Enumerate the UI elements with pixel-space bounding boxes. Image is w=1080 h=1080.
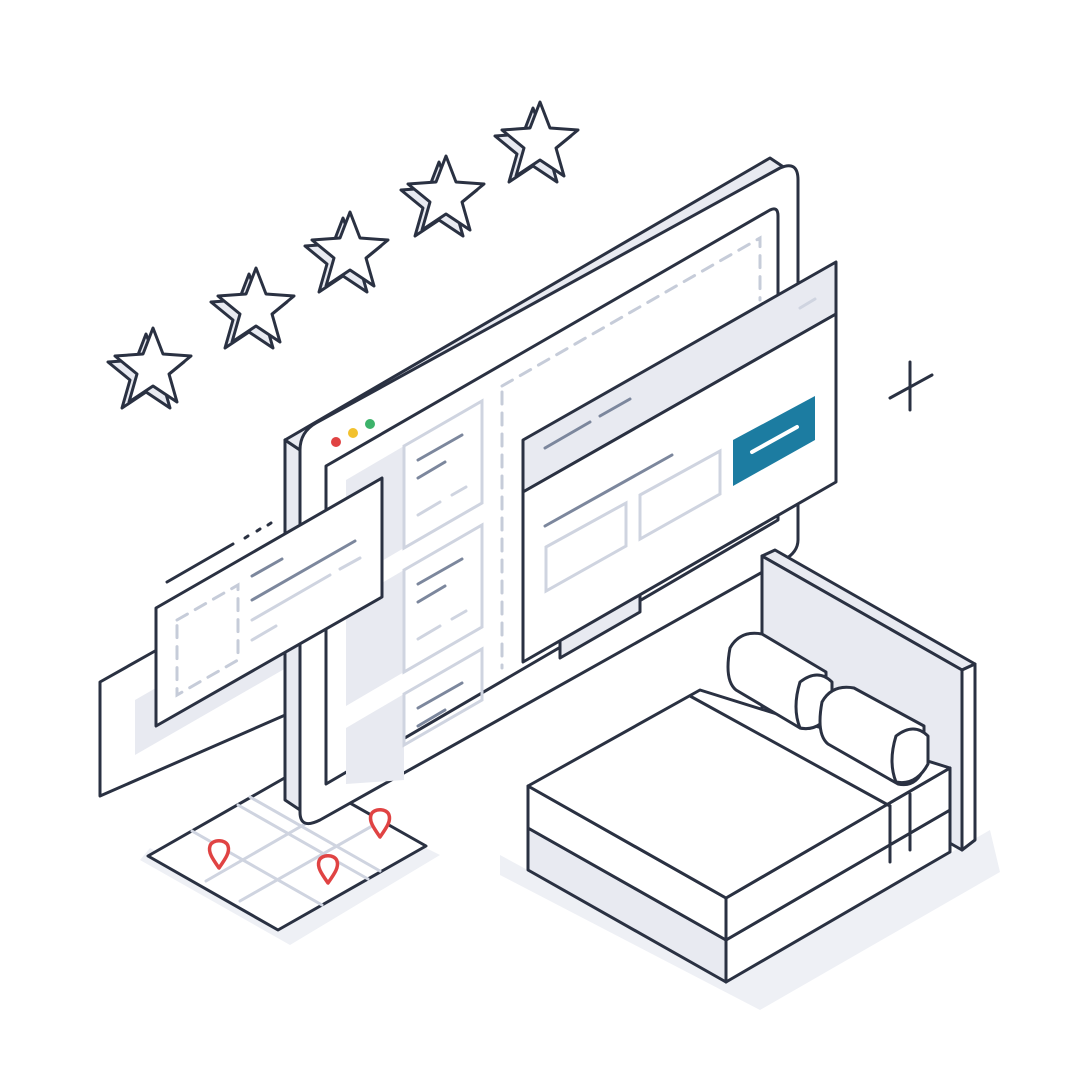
sparkle-icon (888, 360, 934, 412)
list-item (346, 646, 484, 784)
star-icon (106, 326, 193, 410)
bed (526, 548, 977, 984)
star-icon (209, 266, 296, 350)
map (146, 770, 428, 932)
star-icon (399, 154, 486, 238)
pillow (818, 685, 930, 787)
location-pin-icon (368, 808, 392, 839)
star-icon (303, 210, 390, 294)
maximize-dot-icon (365, 419, 375, 429)
location-pin-icon (207, 839, 231, 870)
booking-panel (521, 260, 838, 664)
check-out-field[interactable] (638, 448, 722, 542)
book-now-button[interactable] (733, 396, 815, 486)
close-dot-icon (331, 437, 341, 447)
minimize-dot-icon (348, 428, 358, 438)
star-icon (493, 100, 580, 184)
location-pin-icon (316, 854, 340, 885)
pillow (726, 631, 834, 731)
floating-info-card (154, 476, 384, 728)
check-in-field[interactable] (544, 500, 628, 594)
